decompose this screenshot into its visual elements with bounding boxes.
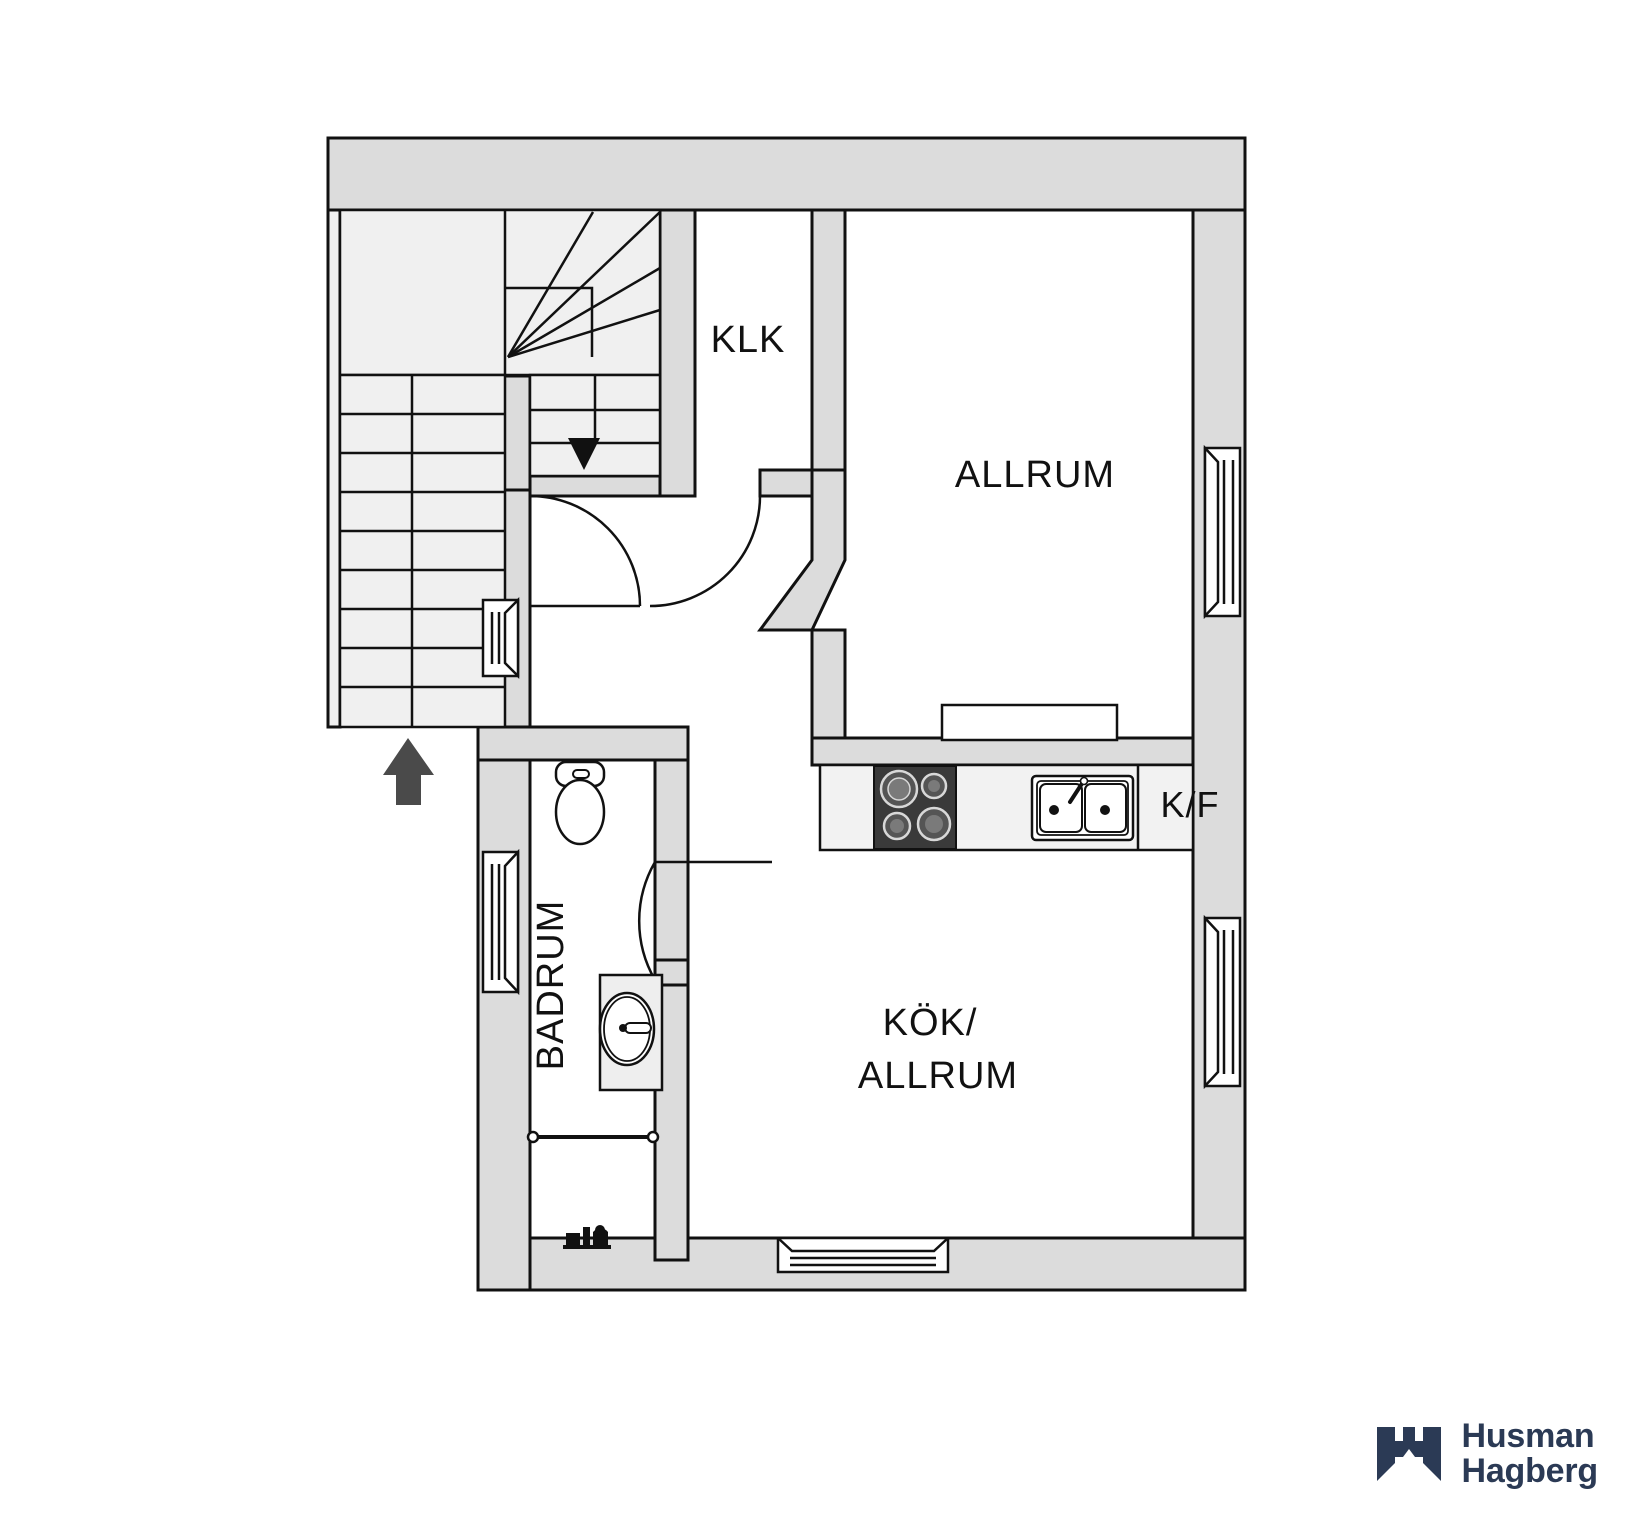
brand-logo-line2: Hagberg: [1461, 1452, 1598, 1491]
door-badrum: [637, 860, 772, 981]
entrance-arrow-icon: [383, 738, 434, 805]
wall-klk-bottom-right: [758, 468, 814, 498]
wall-hall-top: [528, 474, 662, 498]
door-layer: [528, 470, 772, 981]
window-kok-bottom: [774, 1236, 952, 1274]
window-hall-left: [481, 596, 520, 680]
stair-down-arrow-icon: [568, 438, 600, 470]
washbasin-icon: [598, 973, 664, 1092]
room-label-kf: K/F: [1160, 784, 1219, 825]
stove-cooktop-icon: [873, 765, 957, 850]
toilet-icon: [554, 760, 606, 846]
window-kok-right: [1203, 914, 1242, 1090]
brand-logo-text: Husman Hagberg: [1461, 1416, 1598, 1491]
wall-allrum-bottom: [810, 736, 1195, 767]
window-allrum-right: [1203, 444, 1242, 620]
wall-klk-allrum: [810, 208, 847, 472]
shower-rail-icon: [526, 1130, 660, 1144]
staircase: [338, 208, 662, 805]
outer-wall-top: [326, 136, 1247, 212]
stair-left-flight: [338, 373, 507, 729]
window-badrum-left: [481, 848, 520, 996]
brand-logo: Husman Hagberg: [1373, 1416, 1598, 1491]
stair-left-treads: [340, 375, 505, 727]
room-label-kok-allrum: ALLRUM: [858, 1055, 1018, 1097]
door-hall: [528, 494, 642, 608]
outer-wall-left-stair: [326, 208, 342, 729]
window-layer: [481, 444, 1242, 1274]
room-label-layer: KLK ALLRUM KÖK/ ALLRUM K/F BADRUM: [530, 319, 1219, 1097]
room-label-kok: KÖK/: [883, 1002, 978, 1044]
room-label-badrum: BADRUM: [530, 900, 572, 1071]
allrum-counter: [940, 703, 1119, 742]
wall-badrum-top: [476, 725, 690, 762]
stair-winder-treads: [505, 211, 661, 359]
room-label-allrum: ALLRUM: [955, 454, 1115, 496]
brand-logo-line1: Husman: [1461, 1416, 1595, 1455]
kitchen-counter: [818, 703, 1195, 852]
kitchen-sink-icon: [1030, 774, 1135, 842]
outer-wall-left-lower: [476, 725, 532, 1292]
laundry-appliance-icon: [563, 1225, 611, 1249]
bathroom-fixtures: [526, 760, 664, 1249]
husman-hagberg-mark-icon: [1377, 1427, 1442, 1482]
wall-angled-hall: [757, 468, 847, 632]
outer-wall-right: [1191, 208, 1247, 1292]
door-klk: [649, 470, 762, 608]
room-label-klk: KLK: [711, 319, 786, 361]
wall-klk-left: [658, 208, 697, 498]
